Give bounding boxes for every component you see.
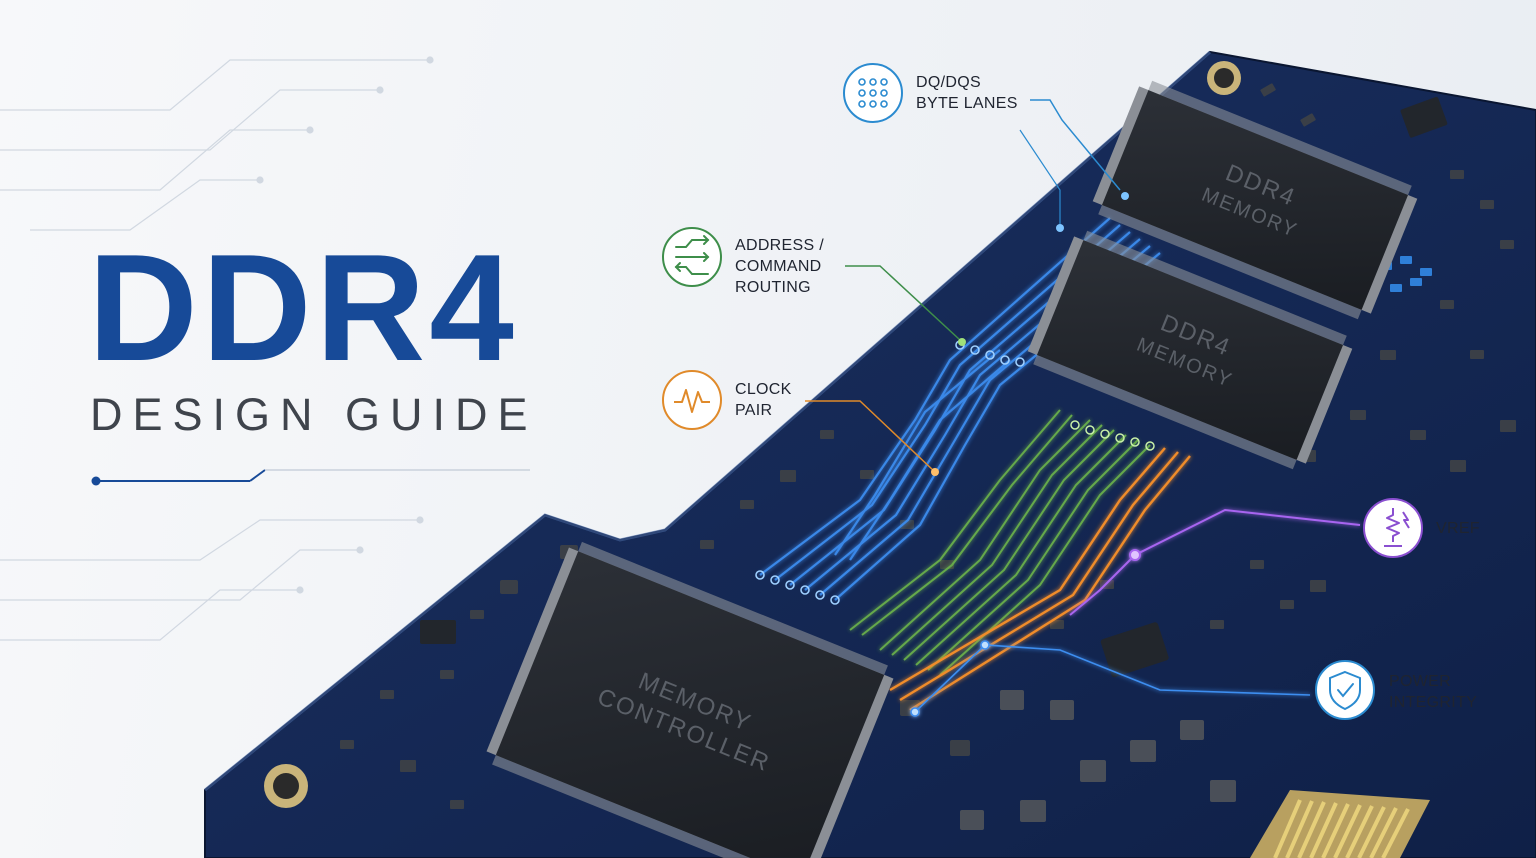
callout-line: CLOCK xyxy=(735,381,792,398)
callout-dq-dqs: DQ/DQS BYTE LANES xyxy=(916,72,1018,114)
page-subtitle: DESIGN GUIDE xyxy=(90,389,538,440)
trace-vias xyxy=(755,340,1025,605)
memory-controller-chip: MEMORY CONTROLLER xyxy=(486,541,894,858)
callout-line: ROUTING xyxy=(735,279,811,296)
callout-line: BYTE LANES xyxy=(916,95,1018,112)
waveform-icon xyxy=(662,370,722,430)
background-circuit-lines xyxy=(0,56,434,641)
ddr4-memory-chip-1: DDR4 MEMORY xyxy=(1092,80,1418,320)
grid-dots-icon xyxy=(843,63,903,123)
edge-connector xyxy=(1250,790,1430,858)
trace-vias-green xyxy=(1070,420,1155,451)
page-title: DDR4 xyxy=(88,223,518,393)
callout-vref: VREF xyxy=(1436,518,1480,539)
vref-trace xyxy=(1069,508,1361,616)
callout-clock-pair: CLOCK PAIR xyxy=(735,379,792,421)
mounting-hole xyxy=(1207,61,1241,95)
ddr4-memory-chip-2: DDR4 MEMORY xyxy=(1027,230,1353,470)
callout-line: VREF xyxy=(1436,520,1480,537)
power-trace xyxy=(910,640,1311,717)
routing-arrows-icon xyxy=(662,227,722,287)
callout-line: COMMAND xyxy=(735,258,822,275)
callout-line: POWER xyxy=(1389,673,1451,690)
callout-line: INTEGRITY xyxy=(1389,694,1478,711)
callout-power-integrity: POWER INTEGRITY xyxy=(1389,671,1477,713)
heading-divider xyxy=(91,469,530,486)
smd-components xyxy=(340,83,1516,830)
callout-line: DQ/DQS xyxy=(916,74,981,91)
shield-check-icon xyxy=(1315,660,1375,720)
callout-line: PAIR xyxy=(735,402,773,419)
callout-address-command: ADDRESS / COMMAND ROUTING xyxy=(735,235,824,298)
resistor-icon xyxy=(1363,498,1423,558)
mounting-hole xyxy=(264,764,308,808)
callout-line: ADDRESS / xyxy=(735,237,824,254)
callout-leaders xyxy=(805,99,1129,476)
